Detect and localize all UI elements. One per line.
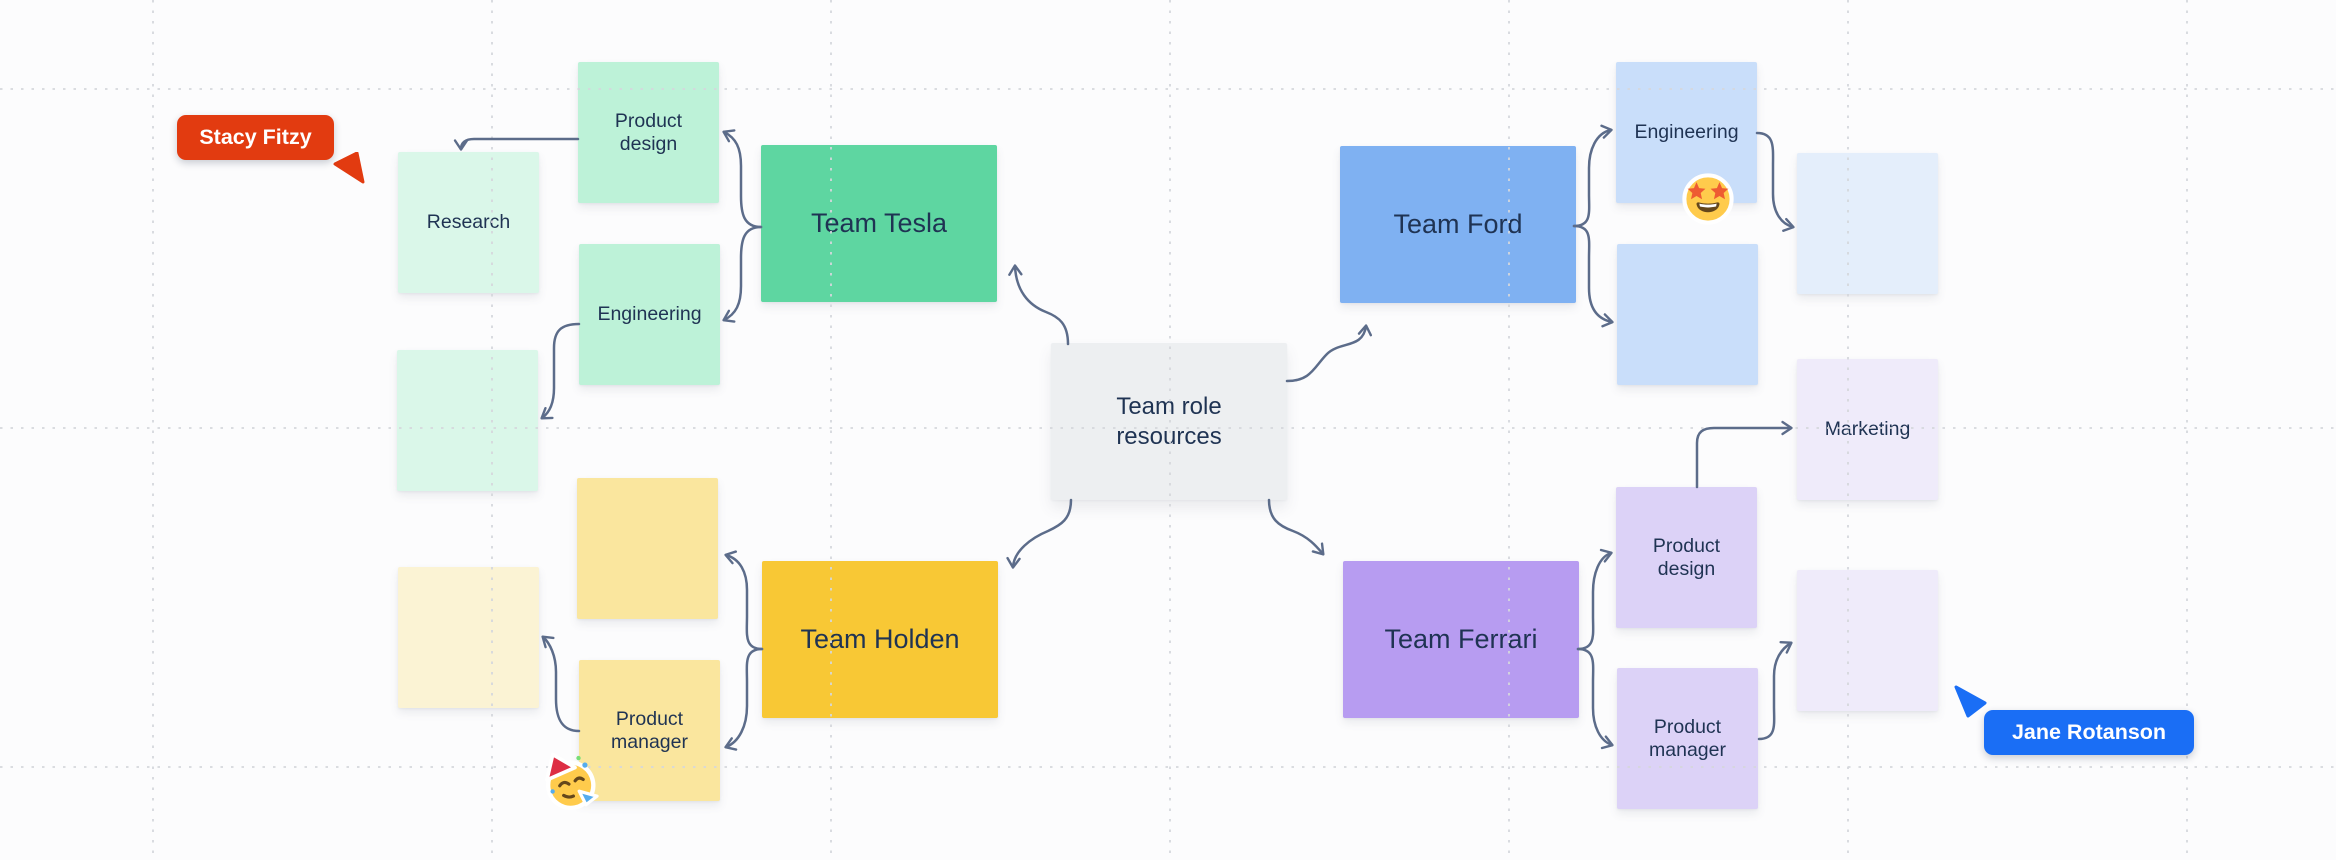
star-struck-emoji[interactable] — [1681, 172, 1735, 226]
sticky-note-research[interactable]: Research — [398, 152, 539, 293]
collaborator-cursor-label-jane: Jane Rotanson — [1984, 710, 2194, 755]
sticky-note-ford-empty-pale[interactable] — [1797, 153, 1938, 294]
cursor-pointer-stacy — [333, 152, 365, 184]
center-topic-box[interactable]: Team role resources — [1051, 343, 1287, 500]
connector-center-to-ferrari[interactable] — [1267, 498, 1325, 556]
connector-tesla-to-engineering[interactable] — [722, 225, 763, 323]
sticky-note-ferrari-empty-pale[interactable] — [1797, 570, 1938, 711]
connector-product-manager-to-note-left[interactable] — [541, 635, 581, 733]
collaborator-cursor-label-stacy: Stacy Fitzy — [177, 115, 334, 160]
connector-ferrari-to-product-manager[interactable] — [1576, 647, 1614, 750]
connector-engineering-to-note[interactable] — [540, 322, 581, 420]
sticky-note-product-design-ferrari[interactable]: Product design — [1616, 487, 1757, 628]
sticky-note-ford-empty[interactable] — [1617, 244, 1758, 385]
partying-face-emoji[interactable] — [538, 749, 602, 813]
connector-ferrari-to-product-design[interactable] — [1576, 548, 1613, 651]
cursor-pointer-jane — [1954, 685, 1987, 718]
connector-holden-to-product-manager[interactable] — [724, 647, 764, 751]
sticky-note-product-manager-holden[interactable]: Product manager — [579, 660, 720, 801]
sticky-note-tesla-empty[interactable] — [397, 350, 538, 491]
sticky-note-product-manager-ferrari[interactable]: Product manager — [1617, 668, 1758, 809]
connector-center-to-ford[interactable] — [1285, 324, 1373, 383]
connector-ford-to-engineering[interactable] — [1572, 124, 1613, 228]
connector-product-design-to-marketing[interactable] — [1695, 420, 1793, 489]
team-holden-box[interactable]: Team Holden — [762, 561, 998, 718]
team-ford-box[interactable]: Team Ford — [1340, 146, 1576, 303]
sticky-note-engineering-ford[interactable]: Engineering — [1616, 62, 1757, 203]
sticky-note-holden-empty-pale[interactable] — [398, 567, 539, 708]
connector-product-design-to-research[interactable] — [453, 137, 580, 151]
sticky-note-holden-empty[interactable] — [577, 478, 718, 619]
connector-center-to-holden[interactable] — [1006, 498, 1073, 569]
connector-center-to-tesla[interactable] — [1008, 264, 1070, 346]
sticky-note-product-design-tesla[interactable]: Product design — [578, 62, 719, 203]
sticky-note-marketing[interactable]: Marketing — [1797, 359, 1938, 500]
connector-tesla-to-product-design[interactable] — [722, 129, 763, 229]
sticky-note-engineering-tesla[interactable]: Engineering — [579, 244, 720, 385]
connector-holden-to-note[interactable] — [724, 550, 764, 651]
team-tesla-box[interactable]: Team Tesla — [761, 145, 997, 302]
connector-ford-to-note[interactable] — [1572, 224, 1614, 328]
connector-engineering-to-note-right[interactable] — [1755, 131, 1795, 232]
team-ferrari-box[interactable]: Team Ferrari — [1343, 561, 1579, 718]
connector-product-manager-to-note[interactable] — [1757, 641, 1793, 741]
